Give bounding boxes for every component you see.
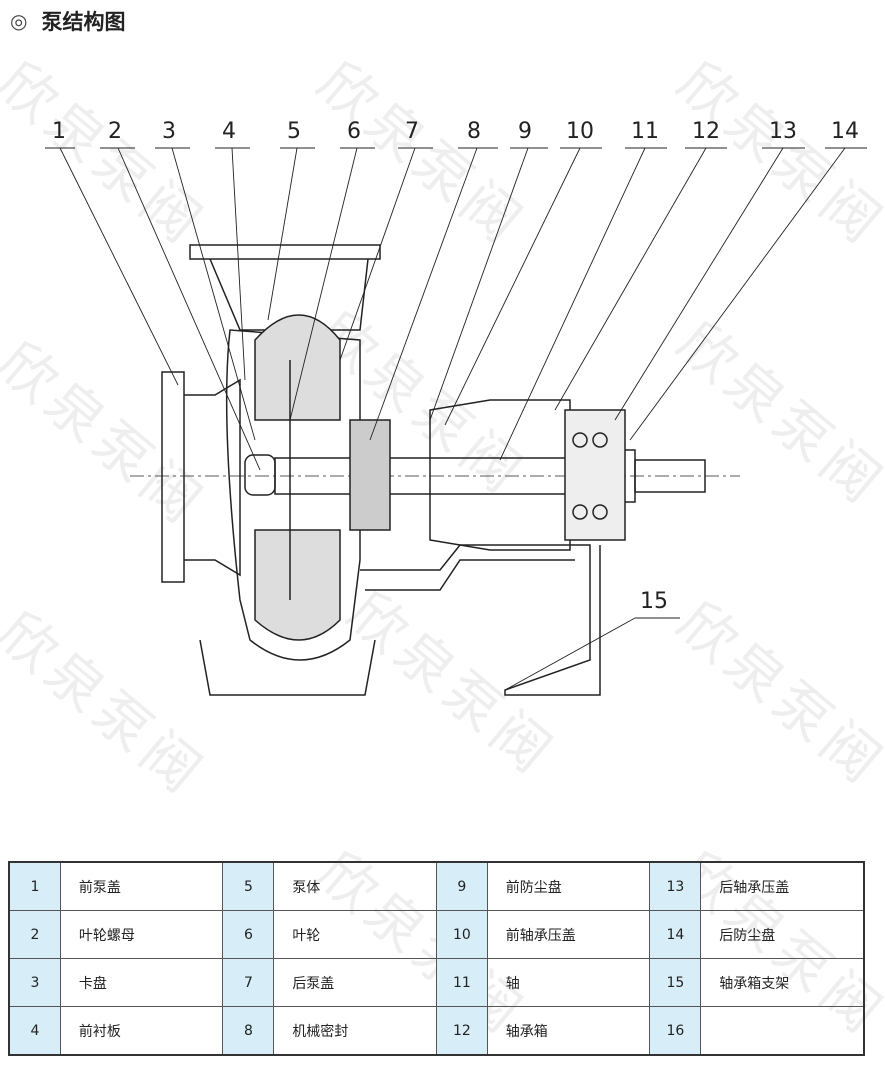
part-name: 前轴承压盖 [486,910,651,959]
callout-12: 12 [692,119,720,144]
part-name: 后防尘盘 [700,910,865,959]
callout-6: 6 [347,119,361,144]
part-name: 前衬板 [59,1006,224,1056]
part-number: 8 [222,1006,275,1056]
part-name: 轴承箱 [486,1006,651,1056]
part-name: 轴承箱支架 [700,958,865,1007]
section-title: ◎ 泵结构图 [10,6,125,36]
part-number: 5 [222,861,275,911]
callout-8: 8 [467,119,481,144]
part-number: 2 [8,910,61,959]
part-number: 16 [649,1006,702,1056]
callout-2: 2 [108,119,122,144]
part-number: 6 [222,910,275,959]
part-number: 12 [435,1006,488,1056]
part-name: 泵体 [273,861,437,911]
callout-5: 5 [287,119,301,144]
part-number: 11 [435,958,488,1007]
leader-lines [45,147,867,691]
callout-1: 1 [52,119,66,144]
part-number: 4 [8,1006,61,1056]
double-circle-icon: ◎ [10,9,28,33]
part-name: 机械密封 [273,1006,437,1056]
callout-labels: 1 2 3 4 5 6 7 8 9 10 11 12 13 14 15 [52,119,859,614]
part-name: 叶轮 [273,910,437,959]
callout-14: 14 [831,119,859,144]
part-name: 后泵盖 [273,958,437,1007]
part-name: 卡盘 [59,958,224,1007]
callout-4: 4 [222,119,236,144]
callout-10: 10 [566,119,594,144]
part-number: 7 [222,958,275,1007]
part-number: 13 [649,861,702,911]
part-name: 前防尘盘 [486,861,651,911]
callout-13: 13 [769,119,797,144]
pump-cross-section: 1 2 3 4 5 6 7 8 9 10 11 12 13 14 15 [45,119,867,696]
part-number: 14 [649,910,702,959]
part-name [700,1006,865,1056]
pump-outline [130,244,740,696]
callout-15: 15 [640,589,668,614]
part-number: 10 [435,910,488,959]
part-name: 轴 [486,958,651,1007]
part-name: 前泵盖 [59,861,224,911]
callout-7: 7 [405,119,419,144]
callout-11: 11 [631,119,659,144]
part-name: 叶轮螺母 [59,910,224,959]
part-number: 3 [8,958,61,1007]
part-number: 15 [649,958,702,1007]
callout-3: 3 [162,119,176,144]
part-name: 后轴承压盖 [700,861,865,911]
title-text: 泵结构图 [41,10,126,34]
part-number: 1 [8,861,61,911]
part-number: 9 [435,861,488,911]
callout-9: 9 [518,119,532,144]
